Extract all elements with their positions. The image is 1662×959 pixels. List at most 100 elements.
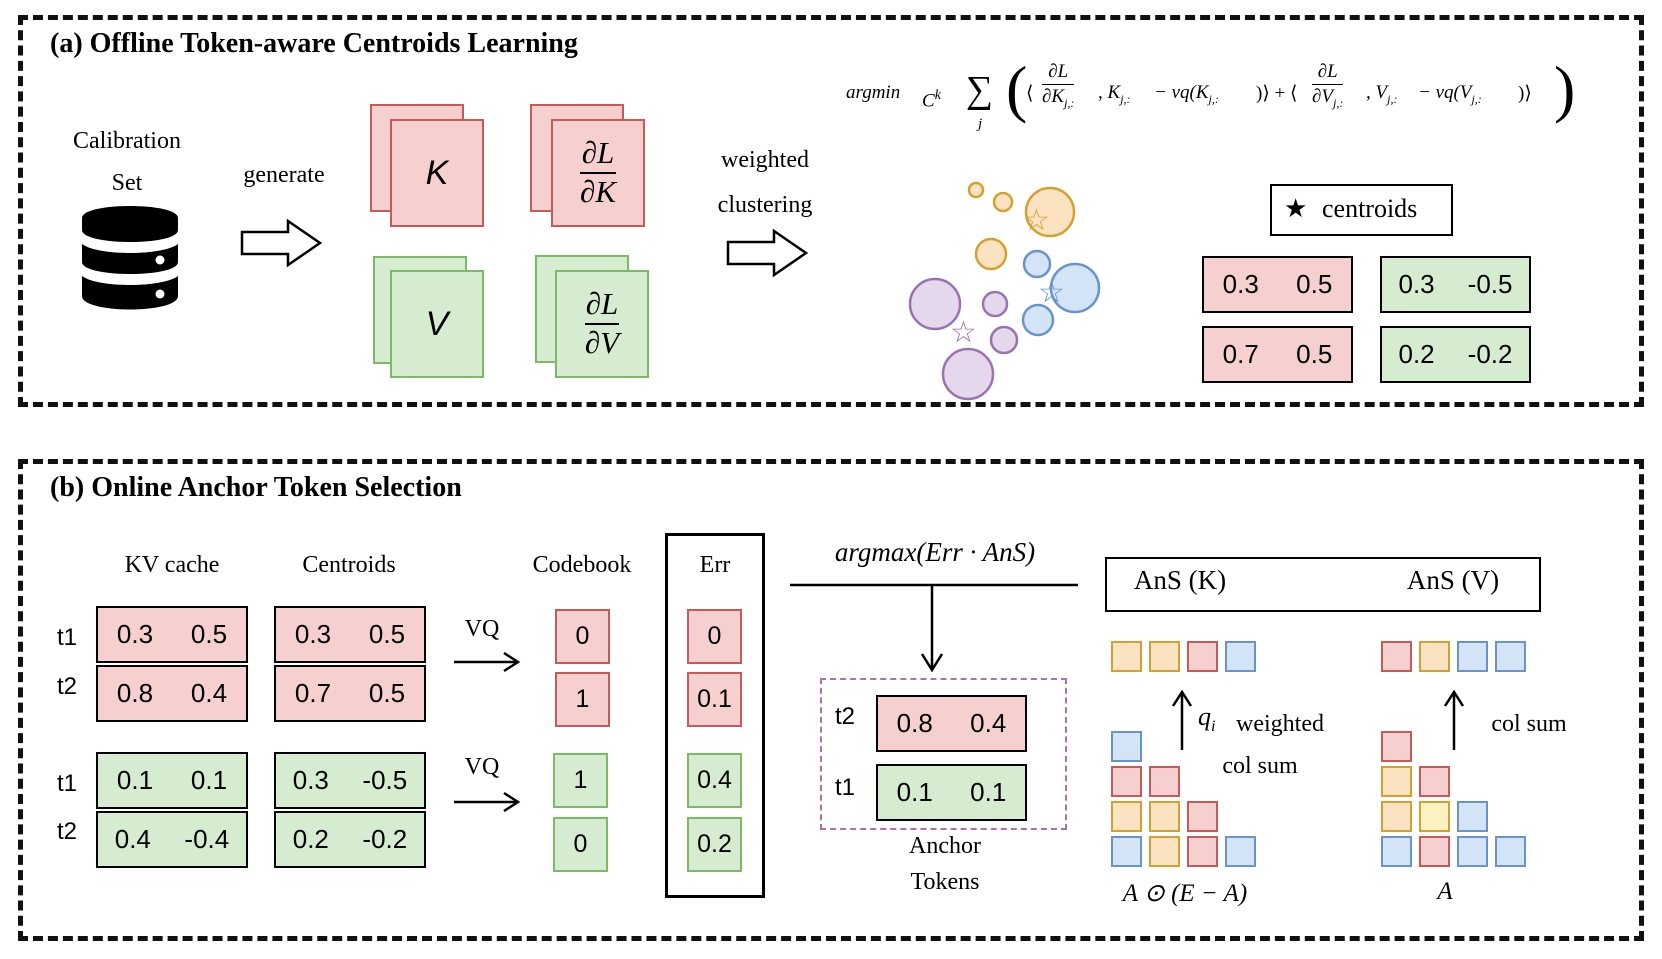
bubble-yellow-3: [1024, 186, 1076, 238]
v-label: V: [425, 304, 449, 343]
k-matrix: K: [390, 119, 484, 227]
cluster-bubbles: ☆ ☆ ☆: [908, 181, 1101, 401]
generate-label: generate: [243, 162, 325, 188]
star-icon: ★: [1284, 194, 1308, 224]
ans-k-cell-r2c1: [1111, 766, 1142, 797]
anchor-row-label-t2: t2: [834, 703, 855, 730]
ans-v-label: AnS (V): [1406, 565, 1500, 595]
row-label-t1-k: t1: [56, 624, 77, 651]
codebook-v-t1: 1: [553, 753, 608, 808]
ans-k-cell-r4c3: [1187, 836, 1218, 867]
bubble-purple-4: [941, 347, 995, 401]
centroids-v-2: 0.2-0.2: [274, 811, 426, 868]
clustering-label: clustering: [717, 192, 813, 218]
vq-arrow-v-icon: [454, 791, 521, 813]
argmax-formula: argmax(Err · AnS): [834, 537, 1036, 567]
kv-cache-v-t2: 0.4-0.4: [96, 811, 248, 868]
ans-header-box: [1105, 557, 1541, 612]
bubble-yellow-1: [967, 181, 985, 199]
ans-v-cell-r4c4: [1495, 836, 1526, 867]
v-matrix: V: [390, 270, 484, 378]
dl-dk-fraction: ∂L ∂K: [580, 135, 616, 209]
err-v-t2: 0.2: [687, 817, 742, 872]
anchor-tokens-label-line1: Anchor: [909, 833, 981, 859]
err-k-t2: 0.1: [687, 672, 742, 727]
ans-k-formula: A ⊙ (E − A): [1122, 880, 1248, 907]
panel-offline-centroids-learning: [18, 15, 1644, 407]
ans-k-label: AnS (K): [1133, 565, 1227, 595]
ans-v-formula: A: [1437, 878, 1453, 905]
argmax-divider-arrow: [790, 583, 1078, 673]
database-icon: [82, 206, 178, 310]
panel-b-title: (b) Online Anchor Token Selection: [50, 472, 462, 503]
vq-label-k: VQ: [464, 616, 500, 642]
centroid-green-1: 0.3-0.5: [1380, 256, 1531, 313]
bubble-blue-2: [1049, 262, 1101, 314]
anchor-row-label-t1: t1: [834, 774, 855, 801]
ans-v-cell-r4c1: [1381, 836, 1412, 867]
err-k-t1: 0: [687, 609, 742, 664]
panel-a-title: (a) Offline Token-aware Centroids Learni…: [50, 28, 578, 59]
centroid-star-purple: ☆: [950, 315, 977, 350]
ans-v-cell-r2c1: [1381, 766, 1412, 797]
bubble-yellow-4: [974, 237, 1008, 271]
row-label-t2-k: t2: [56, 673, 77, 700]
col-sum-label-v: col sum: [1491, 711, 1567, 737]
dk-matrix: ∂L ∂K: [551, 119, 645, 227]
bubble-blue-1: [1022, 249, 1052, 279]
centroids-legend: ★ centroids: [1270, 184, 1453, 236]
ans-k-result-4: [1225, 641, 1256, 672]
ans-k-cell-r3c1: [1111, 801, 1142, 832]
ans-v-result-4: [1495, 641, 1526, 672]
centroids-legend-label: centroids: [1322, 194, 1418, 223]
centroid-star-blue: ☆: [1038, 275, 1065, 310]
bubble-blue-3: [1021, 303, 1055, 337]
ans-k-cell-r3c2: [1149, 801, 1180, 832]
row-label-t2-v: t2: [56, 818, 77, 845]
centroids-v-1: 0.3-0.5: [274, 752, 426, 809]
codebook-k-t2: 1: [555, 672, 610, 727]
ans-v-result-3: [1457, 641, 1488, 672]
bubble-yellow-2: [992, 191, 1014, 213]
bubble-purple-3: [989, 325, 1019, 355]
bubble-purple-1: [908, 277, 962, 331]
ans-k-up-arrow-icon: [1171, 690, 1193, 750]
codebook-v-t2: 0: [553, 817, 608, 872]
centroids-header: Centroids: [302, 552, 396, 578]
dv-matrix: ∂L ∂V: [555, 270, 649, 378]
ans-k-cell-r3c3: [1187, 801, 1218, 832]
ans-k-cell-r4c4: [1225, 836, 1256, 867]
weighted-label: weighted: [721, 147, 809, 173]
panel-online-anchor-selection: [18, 459, 1644, 941]
ans-k-cell-r2c2: [1149, 766, 1180, 797]
ans-k-cell-r4c2: [1149, 836, 1180, 867]
clustering-arrow-icon: [726, 228, 809, 278]
codebook-k-t1: 0: [555, 609, 610, 664]
centroid-green-2: 0.2-0.2: [1380, 326, 1531, 383]
dl-dv-fraction: ∂L ∂V: [584, 286, 620, 360]
err-header: Err: [699, 552, 731, 578]
qi-label: qi: [1198, 702, 1216, 736]
anchor-tokens-label-line2: Tokens: [910, 869, 980, 895]
objective-formula: argmin Ck ∑ j ( ⟨ ∂L ∂Kj,: , Kj,: − vq(K…: [846, 53, 1576, 132]
ans-k-result-2: [1149, 641, 1180, 672]
ans-v-cell-r3c2: [1419, 801, 1450, 832]
ans-v-cell-r4c2: [1419, 836, 1450, 867]
ans-k-result-1: [1111, 641, 1142, 672]
err-v-t1: 0.4: [687, 753, 742, 808]
ans-k-cell-r1c1: [1111, 731, 1142, 762]
ans-v-up-arrow-icon: [1443, 690, 1465, 750]
calibration-label-line2: Set: [111, 170, 143, 196]
ans-v-result-1: [1381, 641, 1412, 672]
ans-v-cell-r4c3: [1457, 836, 1488, 867]
ans-k-cell-r4c1: [1111, 836, 1142, 867]
codebook-header: Codebook: [532, 552, 632, 578]
